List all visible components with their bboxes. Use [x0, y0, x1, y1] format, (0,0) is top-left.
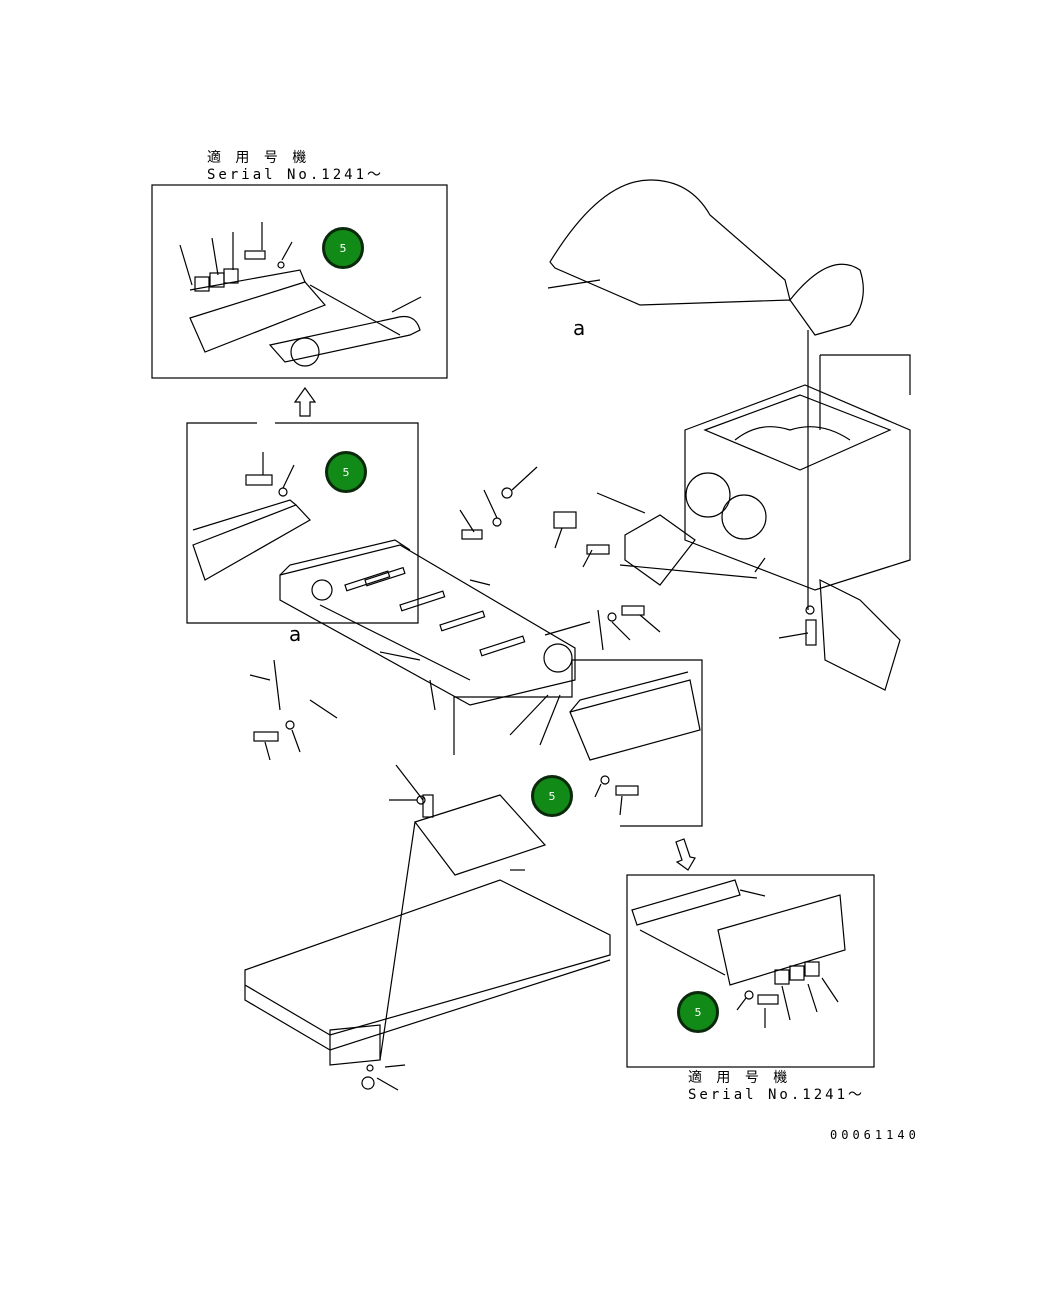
serial-label-top-jp: 適 用 号 機	[207, 150, 310, 166]
callout-5-top-inset[interactable]: 5	[322, 227, 364, 269]
figure-code: 00061140	[830, 1128, 920, 1142]
inset-box-right	[453, 659, 703, 827]
inset-box-middle	[186, 422, 419, 624]
inset-box-top	[151, 184, 448, 379]
bottom-inset-parts	[631, 879, 846, 1028]
inset-box-bottom	[626, 874, 875, 1068]
side-cover-plate	[569, 671, 701, 761]
serial-label-bottom-serial: Serial No.1241～	[688, 1087, 866, 1103]
serial-label-top-serial: Serial No.1241～	[207, 167, 385, 183]
callout-5-middle-inset[interactable]: 5	[325, 451, 367, 493]
crusher-body	[624, 354, 911, 691]
main-conveyor-upper	[279, 539, 576, 711]
callout-5-bottom-inset[interactable]: 5	[677, 991, 719, 1033]
fasteners	[249, 466, 817, 1091]
hood-cover	[547, 179, 864, 610]
serial-label-bottom-jp: 適 用 号 機	[688, 1070, 791, 1086]
middle-inset-parts	[192, 452, 311, 581]
callout-5-side-cover[interactable]: 5	[531, 775, 573, 817]
view-label-a-conveyor: a	[289, 622, 302, 646]
top-inset-parts	[179, 222, 422, 367]
arrow-down-icon	[675, 838, 696, 871]
lower-conveyor	[244, 794, 611, 1066]
view-label-a-hood: a	[573, 316, 586, 340]
arrow-up-icon	[293, 386, 317, 417]
